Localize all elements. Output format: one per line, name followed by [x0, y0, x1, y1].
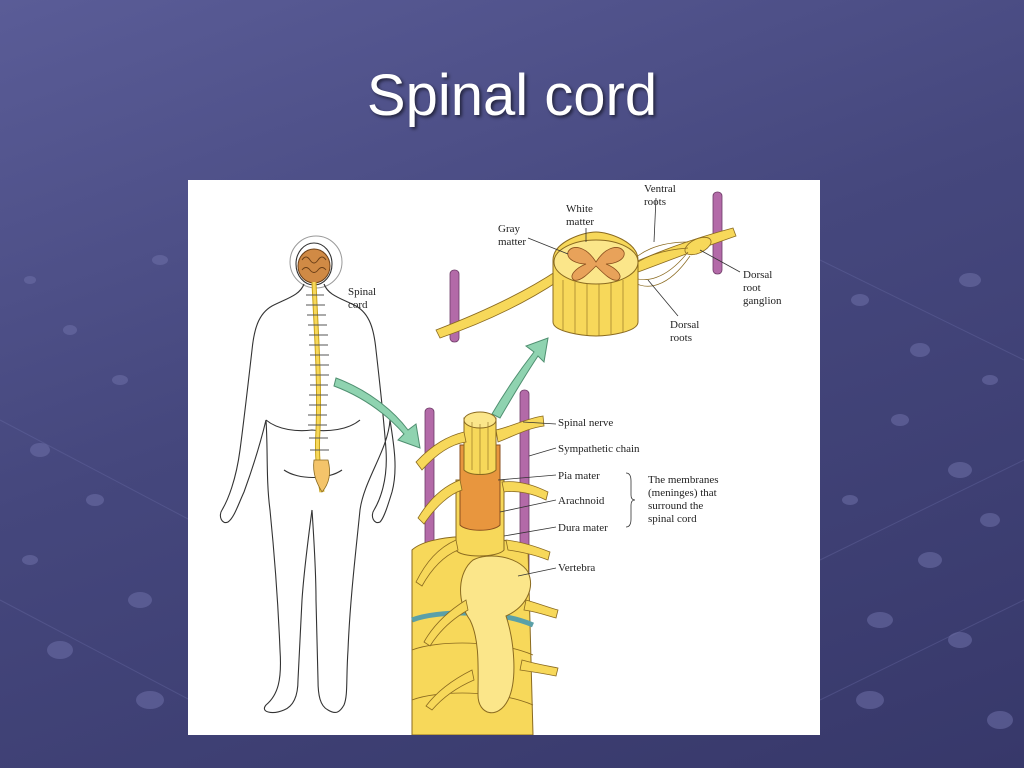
label-gray-matter-line-1: Gray: [498, 223, 520, 235]
label-dorsal-roots-line-2: roots: [670, 332, 692, 344]
label-ventral-roots-line-1: Ventral: [644, 183, 676, 195]
label-sympathetic-chain: Sympathetic chain: [558, 443, 640, 455]
label-drg-line-2: root: [743, 282, 761, 294]
label-vertebra: Vertebra: [558, 562, 595, 574]
label-membranes-line-1: The membranes: [648, 474, 719, 486]
human-body-outline: [219, 235, 396, 714]
leader-lines: [497, 197, 741, 577]
label-ventral-roots: Ventral roots: [644, 183, 676, 208]
cross-section: [435, 191, 737, 343]
label-white-matter-line-1: White: [566, 203, 593, 215]
label-spinal-nerve: Spinal nerve: [558, 417, 613, 429]
label-dorsal-roots-line-1: Dorsal: [670, 319, 699, 331]
label-white-matter: White matter: [566, 203, 594, 228]
vertebral-column: [411, 389, 559, 735]
label-white-matter-line-2: matter: [566, 216, 594, 228]
label-dorsal-roots: Dorsal roots: [670, 319, 699, 344]
label-membranes-line-3: surround the: [648, 500, 703, 512]
arrow-to-segment: [333, 377, 421, 449]
arrow-to-cross-section: [491, 337, 549, 419]
brain-icon: [297, 248, 331, 284]
label-spinal-cord-line-1: Spinal: [348, 286, 376, 298]
label-gray-matter-line-2: matter: [498, 236, 526, 248]
slide-title: Spinal cord: [366, 63, 658, 128]
spinal-cord-diagram: Spinal cord White matter Gray matter Ven…: [219, 183, 782, 735]
label-membranes-note: The membranes (meninges) that surround t…: [648, 474, 719, 525]
label-dorsal-root-ganglion: Dorsal root ganglion: [743, 269, 782, 307]
label-gray-matter: Gray matter: [498, 223, 526, 248]
body-spinal-cord: [306, 281, 330, 493]
label-spinal-cord: Spinal cord: [348, 286, 376, 311]
spinal-cord-figure: Spinal cord White matter Gray matter Ven…: [188, 180, 820, 735]
label-drg-line-1: Dorsal: [743, 269, 772, 281]
label-dura-mater: Dura mater: [558, 522, 608, 534]
label-ventral-roots-line-2: roots: [644, 196, 666, 208]
label-membranes-line-4: spinal cord: [648, 513, 697, 525]
label-pia-mater: Pia mater: [558, 470, 600, 482]
label-arachnoid: Arachnoid: [558, 495, 605, 507]
label-spinal-cord-line-2: cord: [348, 299, 368, 311]
label-drg-line-3: ganglion: [743, 295, 782, 307]
label-membranes-line-2: (meninges) that: [648, 487, 717, 499]
